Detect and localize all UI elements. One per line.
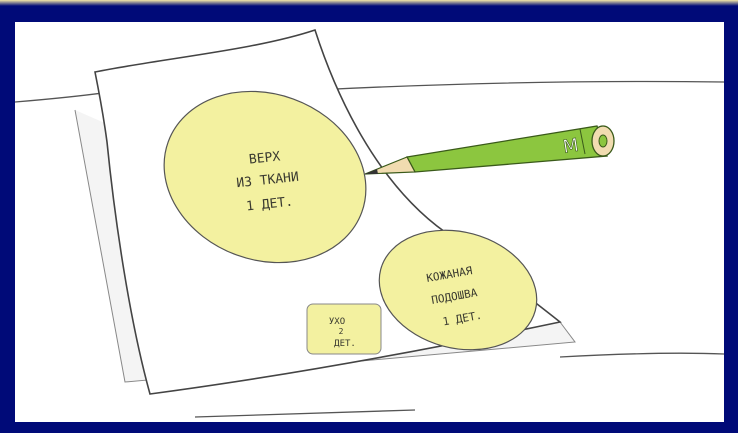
table-edge-line: [15, 92, 110, 102]
background-line: [315, 81, 724, 90]
pencil-mark-letter: М: [561, 135, 580, 158]
small-piece-line-3: ДЕТ.: [334, 339, 356, 349]
sketch-svg: ВЕРХ ИЗ ТКАНИ 1 ДЕТ. КОЖАНАЯ ПОДОШВА 1 Д…: [15, 22, 724, 422]
top-strip: [0, 0, 738, 6]
small-piece-line-1: УХО: [329, 317, 345, 327]
table-line-bottom: [195, 410, 415, 417]
illustration-canvas: ВЕРХ ИЗ ТКАНИ 1 ДЕТ. КОЖАНАЯ ПОДОШВА 1 Д…: [15, 22, 724, 422]
small-piece-line-2: 2: [339, 327, 344, 336]
table-line-right: [560, 353, 724, 357]
